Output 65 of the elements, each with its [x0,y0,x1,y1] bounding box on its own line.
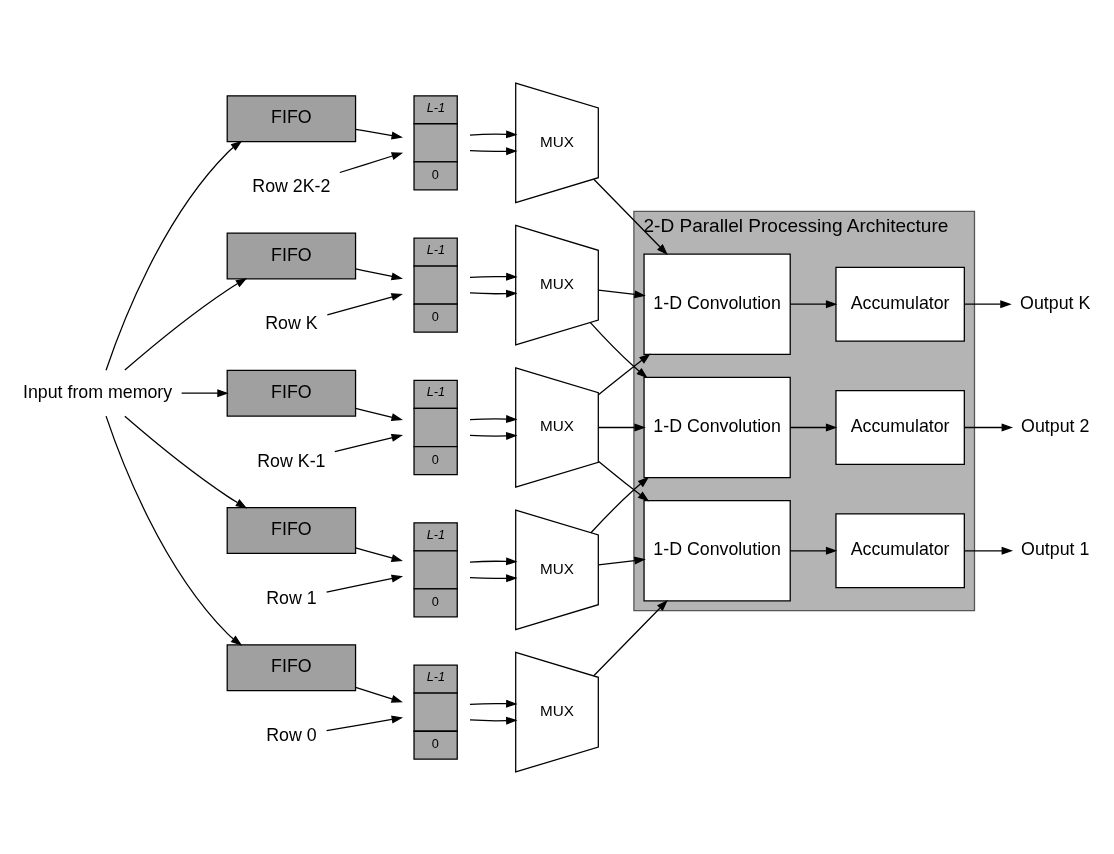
node-text: Output 1 [1021,538,1090,559]
node-box: FIFO [226,231,357,279]
arrow [589,321,648,378]
arrow [124,277,248,371]
arrow [963,423,1014,431]
node-text: Row 0 [266,724,317,745]
node-box: 1-D Convolution [643,376,791,478]
node-box: FIFO [226,94,357,142]
node-box: FIFO [226,643,357,691]
arrow [105,140,243,371]
arrow [325,574,404,593]
node-box: MUX [515,508,599,630]
node-box: MUX [515,366,599,488]
node-box: Accumulator [835,389,965,465]
arrow [469,414,518,423]
arrow [339,151,404,173]
arrow [789,299,838,308]
arrow [469,573,518,582]
arrow [326,292,403,316]
arrow [963,299,1012,308]
arrow [105,414,243,646]
arrow [355,546,403,562]
arrow [469,129,518,138]
arrow [181,388,229,397]
arrow [597,353,651,395]
arrow [597,460,650,502]
node-box: Accumulator [835,512,965,588]
arrow [469,716,518,725]
node-text: Row 2K-2 [252,175,331,196]
node-box: 1-D Convolution [643,252,791,355]
node-box: MUX [515,651,599,773]
arrow [963,546,1014,555]
arrow [597,288,646,298]
node-box: FIFO [226,506,357,554]
arrow [355,686,403,703]
arrow [469,699,518,708]
arrow [597,423,646,431]
node-box: MUX [515,81,599,203]
arrow [590,476,650,533]
node-box: MUX [515,224,599,346]
node-box: Accumulator [835,266,965,342]
arrow [597,556,646,566]
node-text: Output K [1020,292,1091,313]
node-box: 1-D Convolution [643,499,791,602]
arrow [789,546,838,555]
node-text: Input from memory [22,381,173,402]
arrow [593,599,668,676]
node-text: Row K [265,312,318,333]
arrow [789,423,838,431]
node-text: Row K-1 [257,450,326,471]
node-text: Output 2 [1021,415,1090,436]
arrow [469,556,518,565]
arrow [469,289,518,298]
arrow [469,431,518,440]
arrow [355,128,403,139]
arrow [355,407,403,421]
arrow [469,272,518,281]
arrow [334,433,403,452]
node-text: Row 1 [266,587,317,608]
arrow [355,267,403,280]
arrow [325,715,404,731]
arrow [469,146,518,155]
arrow [124,415,248,508]
node-box: FIFO [226,369,357,417]
arrow [593,178,668,255]
